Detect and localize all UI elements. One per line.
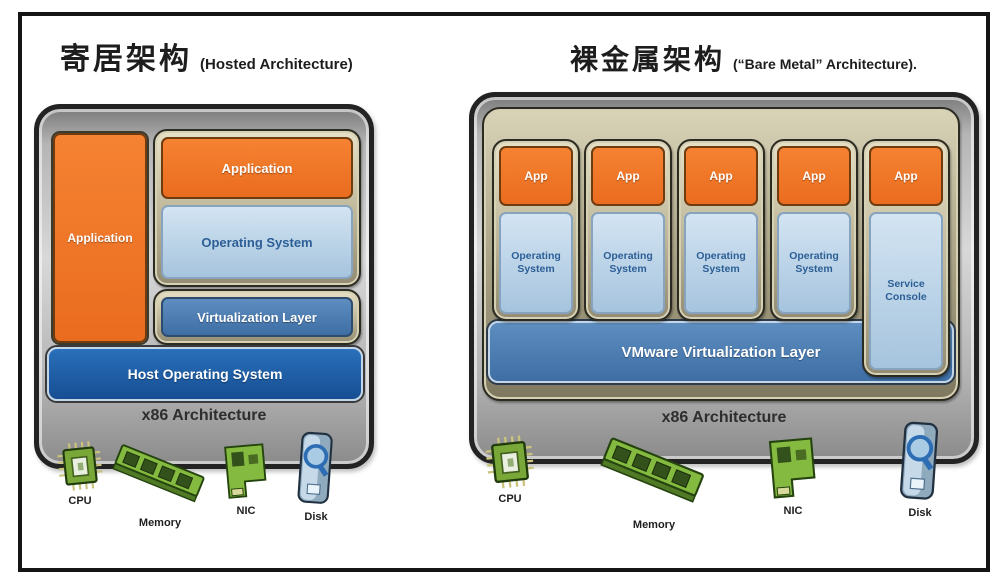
memory-icon xyxy=(112,444,205,503)
hosted-vm-frame: Application Operating System xyxy=(153,129,361,287)
vm1-app-box: App xyxy=(499,146,573,206)
host-operating-system-bar: Host Operating System xyxy=(47,347,363,401)
vm-column-4: App Operating System xyxy=(770,139,858,321)
cpu-label: CPU xyxy=(498,493,522,505)
cpu-icon xyxy=(485,435,534,489)
hosted-machine-chassis: Application Application Operating System… xyxy=(34,104,374,469)
bare-metal-hardware-nic: NIC xyxy=(758,434,828,517)
bare-metal-title: 裸金属架构 (“Bare Metal” Architecture). xyxy=(570,38,917,78)
disk-icon xyxy=(900,421,939,500)
vm-column-1: App Operating System xyxy=(492,139,580,321)
outer-border-frame: 寄居架构 (Hosted Architecture) 裸金属架构 (“Bare … xyxy=(18,12,990,572)
vm2-os-box: Operating System xyxy=(591,212,665,314)
memory-icon xyxy=(600,437,704,503)
vm5-app-box: App xyxy=(869,146,943,206)
cpu-label: CPU xyxy=(68,495,92,507)
vm4-os-box: Operating System xyxy=(777,212,851,314)
vm1-os-box: Operating System xyxy=(499,212,573,314)
bare-metal-hardware-memory: Memory xyxy=(598,426,710,531)
disk-icon xyxy=(297,431,333,504)
vm-column-3: App Operating System xyxy=(677,139,765,321)
memory-label: Memory xyxy=(632,519,676,531)
bare-metal-machine-chassis: App Operating System App Operating Syste… xyxy=(469,92,979,464)
hosted-vm-application-box: Application xyxy=(161,137,353,199)
hosted-hardware-disk: Disk xyxy=(288,430,344,523)
bare-metal-title-zh: 裸金属架构 xyxy=(570,44,726,75)
hosted-hardware-memory: Memory xyxy=(110,434,210,529)
nic-icon xyxy=(224,443,267,499)
vm3-os-box: Operating System xyxy=(684,212,758,314)
hosted-x86-label: x86 Architecture xyxy=(141,407,267,424)
vm2-app-box: App xyxy=(591,146,665,206)
bare-metal-hardware-disk: Disk xyxy=(890,420,950,519)
hosted-title-zh: 寄居架构 xyxy=(60,43,192,76)
cpu-icon xyxy=(57,441,103,491)
hosted-application-box: Application xyxy=(53,133,147,343)
nic-label: NIC xyxy=(783,505,803,517)
hosted-virtualization-layer-box: Virtualization Layer xyxy=(161,297,353,337)
service-console-box: Service Console xyxy=(869,212,943,370)
disk-label: Disk xyxy=(304,511,328,523)
bare-metal-x86-label: x86 Architecture xyxy=(661,409,787,426)
hosted-title-en: (Hosted Architecture) xyxy=(200,56,353,73)
nic-icon xyxy=(768,437,816,499)
disk-label: Disk xyxy=(908,507,932,519)
hosted-virtualization-frame: Virtualization Layer xyxy=(153,289,361,345)
hosted-title: 寄居架构 (Hosted Architecture) xyxy=(60,34,353,78)
vm4-app-box: App xyxy=(777,146,851,206)
nic-label: NIC xyxy=(236,505,256,517)
vm-column-2: App Operating System xyxy=(584,139,672,321)
memory-label: Memory xyxy=(138,517,182,529)
hosted-vm-os-box: Operating System xyxy=(161,205,353,279)
vm3-app-box: App xyxy=(684,146,758,206)
bare-metal-hardware-cpu: CPU xyxy=(480,432,540,505)
hosted-hardware-nic: NIC xyxy=(214,440,278,517)
vm-column-service-console: App Service Console xyxy=(862,139,950,377)
bare-metal-title-en: (“Bare Metal” Architecture). xyxy=(733,56,917,72)
hosted-hardware-cpu: CPU xyxy=(52,438,108,507)
